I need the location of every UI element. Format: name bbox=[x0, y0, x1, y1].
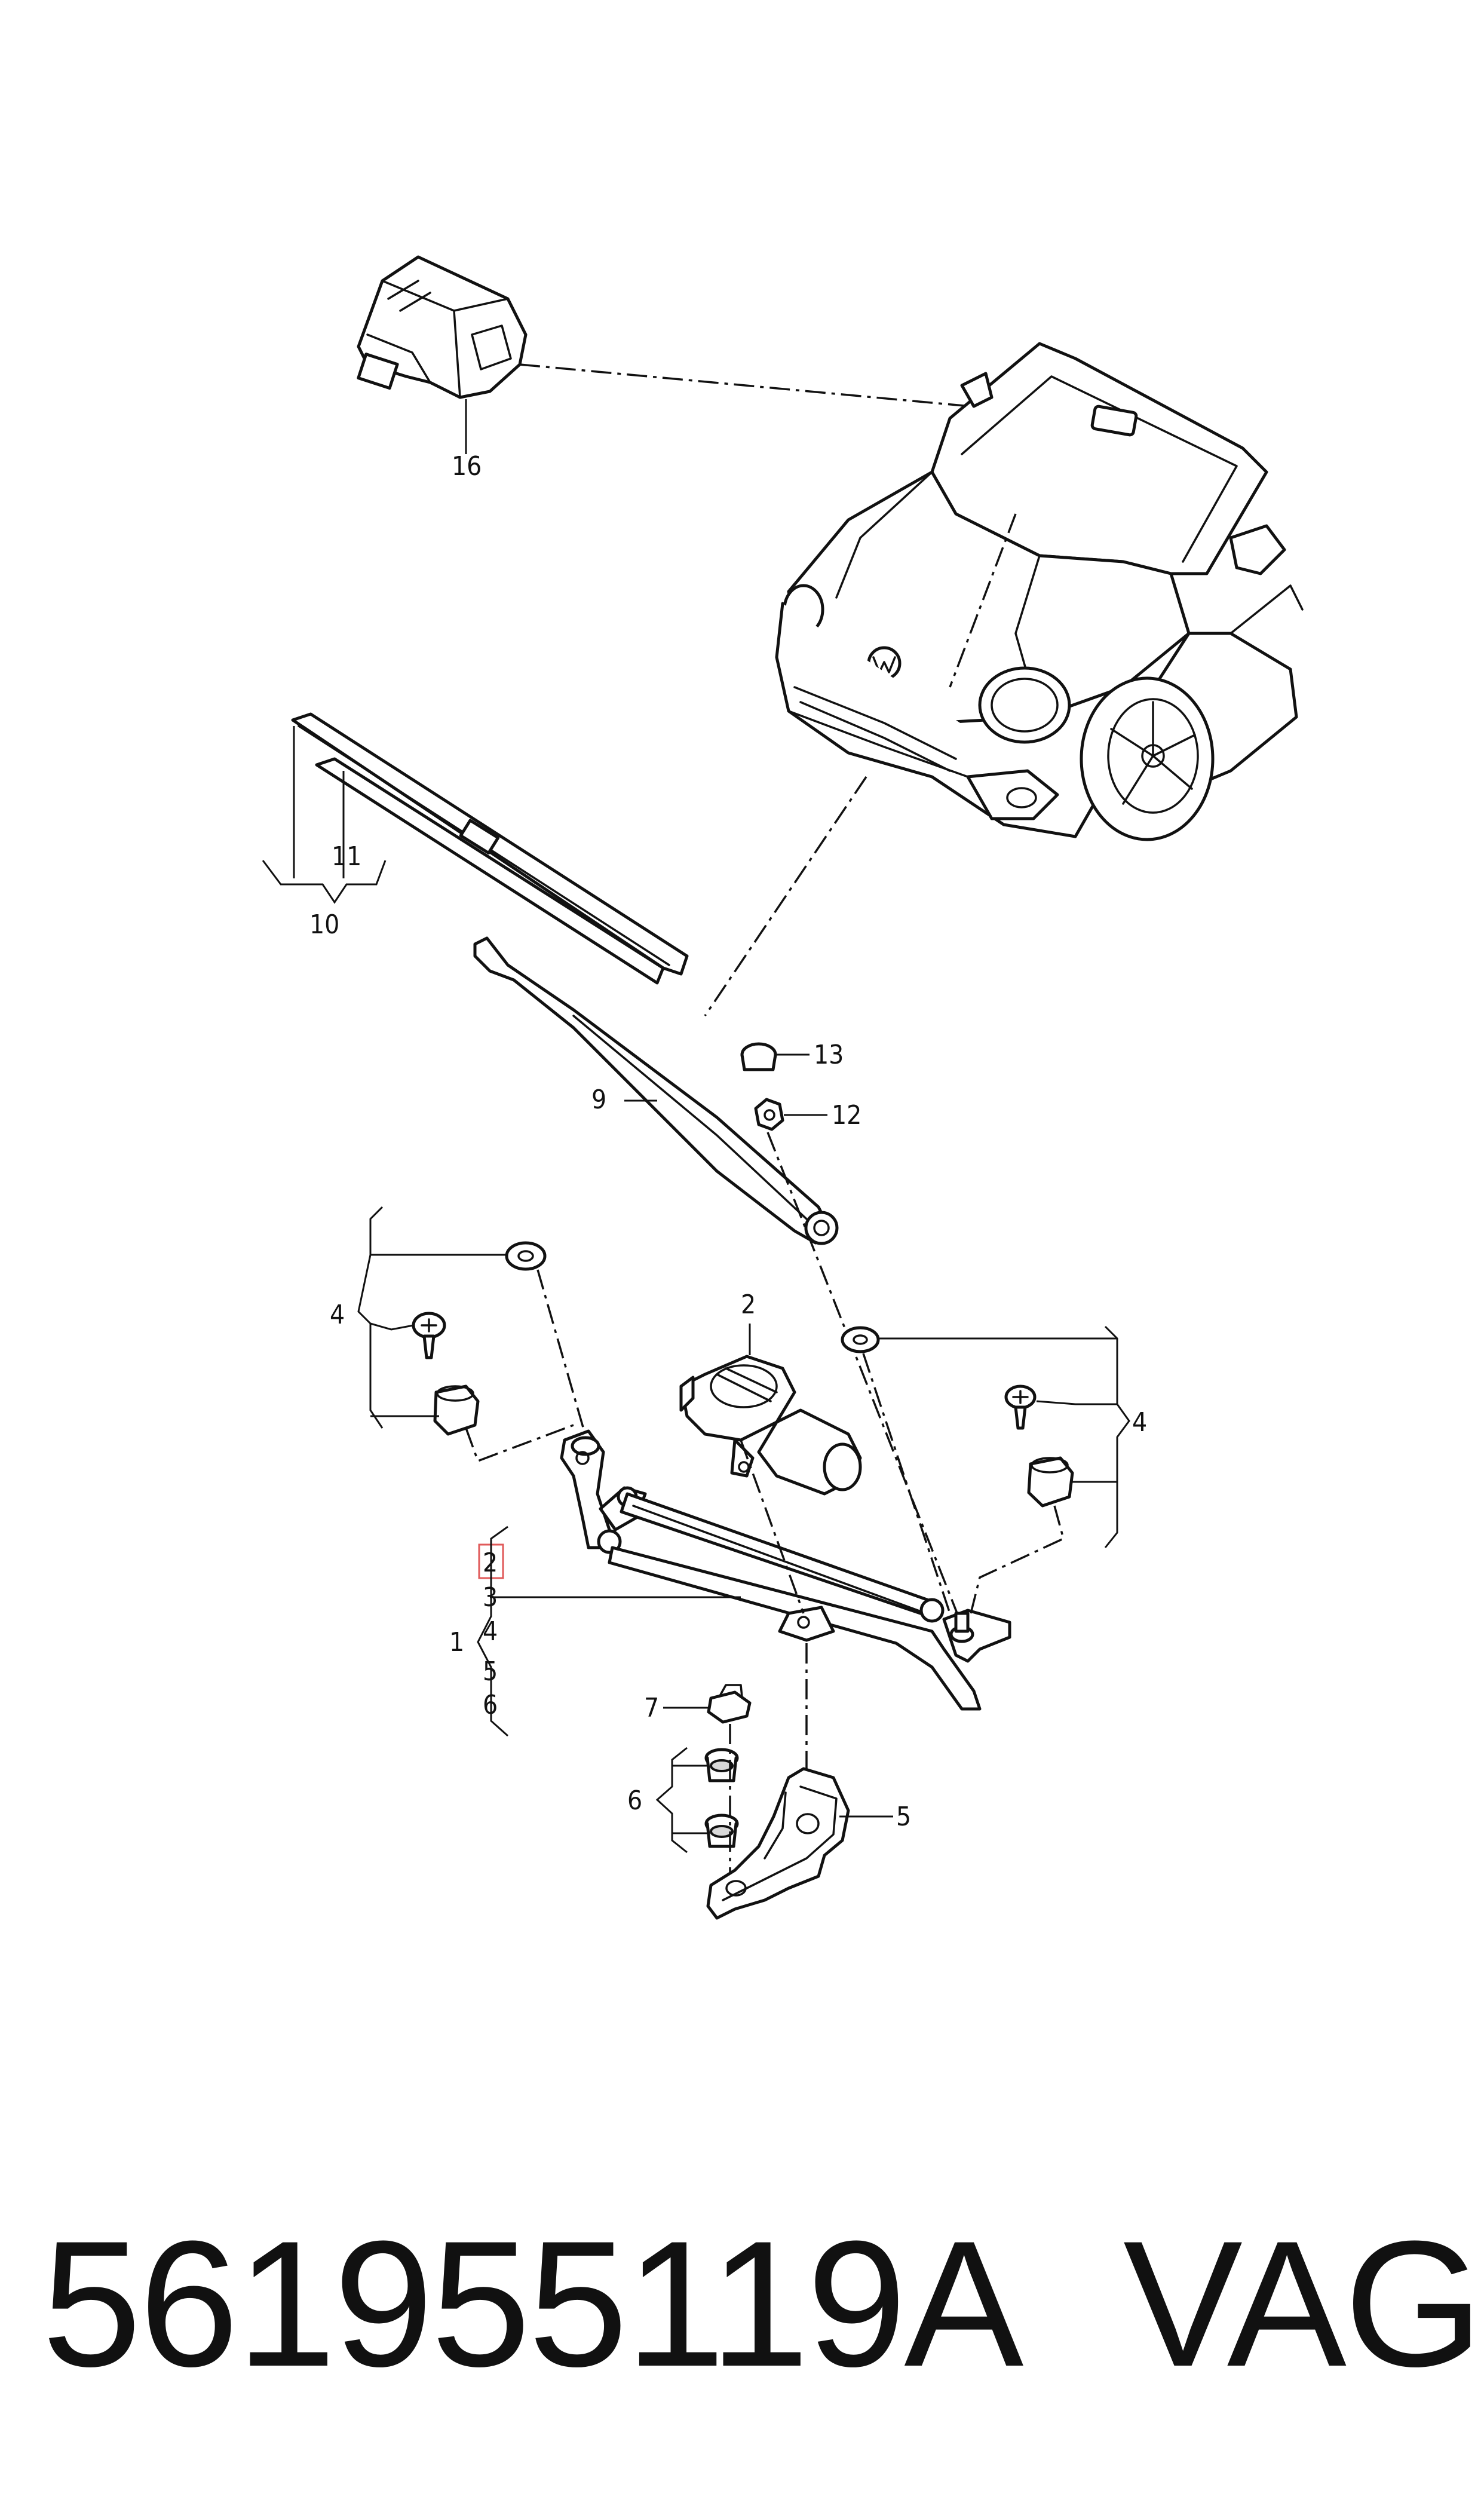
wiper-motor-part-2 bbox=[679, 1355, 862, 1496]
callout-7: 7 bbox=[644, 1693, 659, 1723]
dashdot-nut-to-pivot bbox=[766, 1132, 963, 1626]
nut-part-12 bbox=[754, 1098, 784, 1131]
grommet-left-part-4 bbox=[433, 1384, 480, 1436]
dashdot-motor-to-linkage bbox=[740, 1439, 805, 1614]
callout-4-right: 4 bbox=[1132, 1407, 1147, 1438]
part-number: 561955119A bbox=[42, 2203, 1023, 2404]
callout-11: 11 bbox=[332, 841, 361, 872]
callout-12: 12 bbox=[832, 1100, 861, 1131]
brace-4-right bbox=[1104, 1325, 1130, 1548]
callout-list-6: 6 bbox=[483, 1690, 498, 1720]
screw-right-part-4 bbox=[1004, 1384, 1037, 1430]
grommet-right-part-4 bbox=[1027, 1456, 1074, 1508]
car-illustration bbox=[775, 342, 1304, 841]
callout-1: 1 bbox=[449, 1627, 464, 1658]
dashdot-washer-right bbox=[862, 1353, 951, 1614]
rain-sensor-part-16 bbox=[357, 255, 528, 399]
callout-10: 10 bbox=[309, 909, 339, 940]
brand-label: VAG bbox=[1123, 2203, 1483, 2404]
leader-4-right-screw bbox=[1036, 1400, 1117, 1405]
brace-1 bbox=[477, 1525, 508, 1737]
brace-10 bbox=[262, 860, 387, 904]
callout-16: 16 bbox=[452, 451, 482, 482]
brace-6 bbox=[655, 1747, 688, 1854]
wiper-blade-part-10 bbox=[291, 712, 689, 985]
screw-left-part-4 bbox=[412, 1312, 446, 1359]
callout-13: 13 bbox=[814, 1040, 844, 1070]
dashdot-grommet-right bbox=[970, 1505, 1065, 1614]
brace-4-left bbox=[357, 1206, 384, 1429]
cap-part-13 bbox=[740, 1042, 777, 1071]
dashdot-grommet-left bbox=[465, 1424, 574, 1463]
wiper-linkage-part-1 bbox=[560, 1429, 1011, 1711]
callout-4-left: 4 bbox=[330, 1300, 345, 1330]
bracket-part-5 bbox=[706, 1767, 850, 1920]
dashdot-car-to-blade bbox=[704, 776, 867, 1016]
callout-list-4: 4 bbox=[483, 1616, 498, 1647]
washer-right-part-4 bbox=[841, 1326, 880, 1353]
callout-2: 2 bbox=[741, 1289, 756, 1320]
footer: 561955119A VAG bbox=[0, 2205, 1484, 2402]
callout-5: 5 bbox=[896, 1802, 911, 1832]
callout-list-5: 5 bbox=[483, 1656, 498, 1687]
callout-list-2: 2 bbox=[483, 1548, 498, 1578]
bushing-bottom-part-6 bbox=[704, 1814, 739, 1848]
exploded-parts-diagram: 16 bbox=[262, 255, 1304, 1920]
bushing-top-part-6 bbox=[704, 1748, 739, 1782]
washer-left-part-4 bbox=[505, 1241, 547, 1271]
callout-6: 6 bbox=[627, 1785, 642, 1816]
wiper-arm-part-9 bbox=[473, 936, 839, 1245]
dashdot-car-center bbox=[949, 513, 1017, 688]
nut-part-7 bbox=[707, 1684, 752, 1724]
dashdot-washer-left bbox=[536, 1269, 590, 1447]
leader-4-left-screw bbox=[370, 1322, 414, 1331]
callout-9: 9 bbox=[591, 1085, 606, 1115]
callout-3: 3 bbox=[483, 1582, 498, 1613]
